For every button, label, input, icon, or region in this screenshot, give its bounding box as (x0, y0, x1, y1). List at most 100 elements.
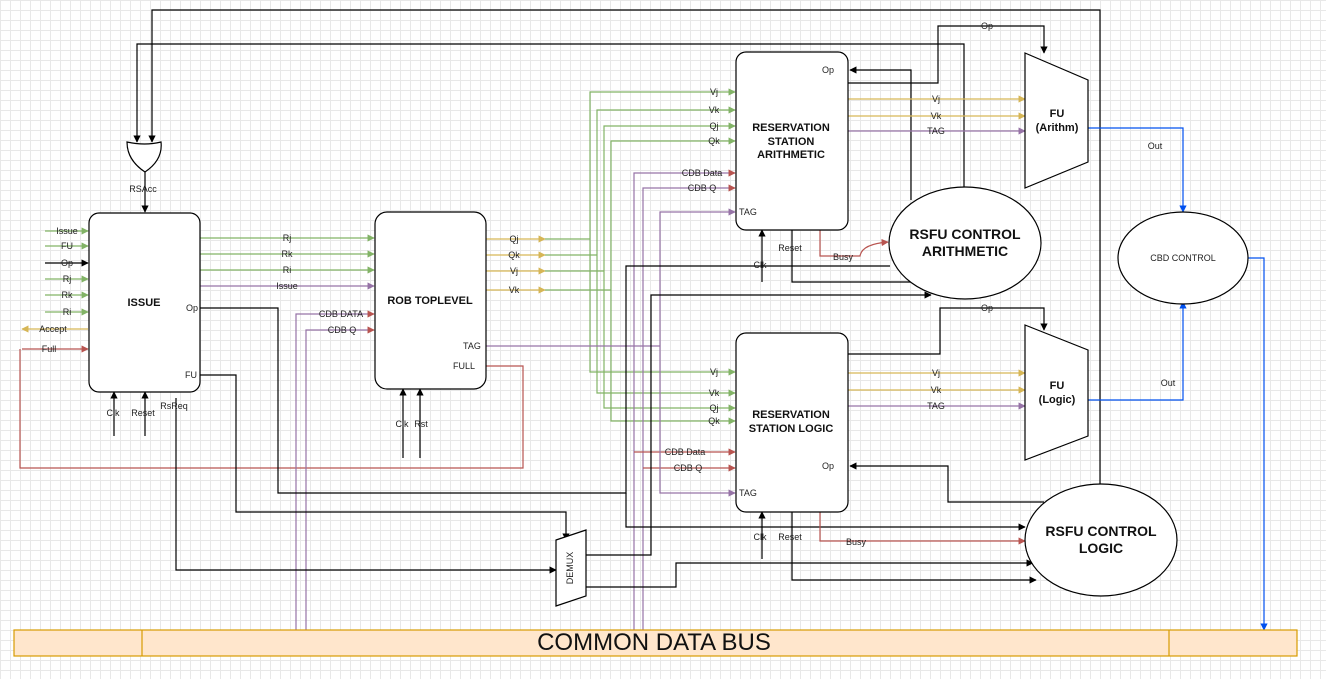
rsfu-logic-title-1: RSFU CONTROL (1045, 523, 1157, 539)
wire-out-fu-logic (1088, 301, 1187, 401)
cbd-control-title: CBD CONTROL (1150, 253, 1216, 263)
rs-arith-tag-port: TAG (739, 207, 757, 217)
rs-arith-title-2: STATION (768, 136, 815, 148)
fu-arith-in-vj: Vj (932, 94, 940, 104)
rob-title: ROB TOPLEVEL (387, 295, 473, 307)
rs-logic-reset: Reset (778, 532, 802, 542)
wire-cdb-data-rob (295, 310, 375, 632)
issue-op-port: Op (186, 303, 198, 313)
rob-in-rk: Rk (282, 249, 293, 259)
rs-arith-reset: Reset (778, 243, 802, 253)
rs-arith-op-port: Op (822, 65, 834, 75)
wire-rs-logic-op (849, 462, 1044, 503)
bus-rob-to-rs (545, 238, 611, 291)
wire-vk-rs-logic (596, 255, 736, 397)
fu-arith-out: Out (1148, 141, 1163, 151)
rob-full-port: FULL (453, 361, 475, 371)
rs-logic-tag-port: TAG (739, 488, 757, 498)
issue-fu-port: FU (185, 370, 197, 380)
rob-block[interactable] (374, 211, 487, 390)
rsfu-logic-control[interactable] (1024, 483, 1178, 597)
rs-logic-in-qk: Qk (708, 416, 720, 426)
cbd-control[interactable] (1117, 211, 1249, 305)
wire-vj-rs-logic (589, 239, 736, 376)
wire-qj-rs-arith (603, 122, 736, 271)
wire-vk-rs-arith (596, 106, 736, 255)
fu-arith-op: Op (981, 21, 993, 31)
wire-tag-rs-logic (659, 346, 736, 497)
rob-out-qj: Qj (510, 234, 519, 244)
wire-qk-rs-logic (610, 290, 736, 425)
rob-out-qk: Qk (508, 250, 520, 260)
rsfu-arith-title-2: ARITHMETIC (922, 243, 1008, 259)
rs-arith-block[interactable] (735, 51, 849, 231)
fu-logic-title-2: (Logic) (1039, 394, 1076, 406)
wire-demux-to-rsfu-arith (586, 291, 932, 556)
rsfu-arith-title-1: RSFU CONTROL (909, 226, 1021, 242)
rob-out-vk: Vk (509, 285, 520, 295)
wire-op-issue-to-logic (625, 493, 1026, 531)
wire-cdb-q-rob (305, 326, 375, 632)
wire-cdb-q-rs-arith (642, 184, 736, 632)
issue-in-fu: FU (61, 241, 73, 251)
rs-arith-in-qj: Qj (710, 121, 719, 131)
fu-logic-out: Out (1161, 378, 1176, 388)
rs-arith-in-vk: Vk (709, 105, 720, 115)
wire-rs-arith-reset (791, 230, 931, 286)
issue-in-rj: Rj (63, 274, 72, 284)
wire-op-issue (200, 265, 890, 494)
wire-rob-full-to-issue (19, 349, 524, 469)
rsacc-label: RSAcc (129, 184, 157, 194)
rsfu-logic-title-2: LOGIC (1079, 540, 1123, 556)
issue-block[interactable] (88, 212, 201, 393)
rs-logic-in-vk: Vk (709, 388, 720, 398)
wire-qj-rs-logic (603, 271, 736, 412)
wire-rs-logic-busy (819, 512, 1026, 545)
rob-in-rj: Rj (283, 233, 292, 243)
demux-block[interactable] (555, 529, 587, 607)
rob-in-ri: Ri (283, 265, 292, 275)
issue-in-rk: Rk (62, 290, 73, 300)
rs-logic-op-port: Op (822, 461, 834, 471)
rs-logic-block[interactable] (735, 332, 849, 513)
issue-title: ISSUE (127, 297, 160, 309)
wire-op-fu-logic (848, 307, 1048, 355)
rs-arith-busy: Busy (833, 252, 854, 262)
rs-logic-busy: Busy (846, 537, 867, 547)
rsfu-arith-control[interactable] (888, 186, 1042, 300)
wire-vj-rs-arith (589, 88, 736, 239)
rob-in-issue: Issue (276, 281, 298, 291)
issue-in-op: Op (61, 258, 73, 268)
issue-full-label: Full (42, 344, 57, 354)
fu-logic-in-vj: Vj (932, 368, 940, 378)
issue-in-ri: Ri (63, 307, 72, 317)
issue-accept-label: Accept (39, 324, 67, 334)
wire-rs-arith-op (849, 66, 912, 200)
wire-rs-arith-busy (819, 230, 889, 257)
rs-arith-cdb-q: CDB Q (688, 183, 717, 193)
rob-clk-label: Clk (396, 419, 409, 429)
issue-in-issue: Issue (56, 226, 78, 236)
rs-arith-cdb-data: CDB Data (682, 168, 723, 178)
fu-logic-block[interactable] (1024, 324, 1089, 461)
wire-cbd-to-bus (1247, 257, 1268, 631)
fu-arith-in-vk: Vk (931, 111, 942, 121)
wire-demux-to-rsfu-logic (586, 559, 1034, 588)
rs-arith-in-qk: Qk (708, 136, 720, 146)
rs-arith-title-1: RESERVATION (752, 122, 830, 134)
or-gate (126, 141, 162, 173)
wire-qk-rs-arith (610, 137, 736, 290)
fu-logic-op: Op (981, 303, 993, 313)
issue-clk-label: Clk (107, 408, 120, 418)
issue-rsreq-label: RsReq (160, 401, 188, 411)
fu-arith-block[interactable] (1024, 52, 1089, 189)
feedback-rsfu-logic-to-or (148, 9, 1101, 485)
fu-arith-title-2: (Arithm) (1036, 122, 1079, 134)
wire-fu-issue-to-demux (200, 374, 570, 541)
rs-logic-title-2: STATION LOGIC (749, 423, 834, 435)
rs-arith-in-vj: Vj (710, 87, 718, 97)
demux-title: DEMUX (565, 552, 575, 585)
fu-logic-title-1: FU (1050, 380, 1065, 392)
rs-logic-cdb-data: CDB Data (665, 447, 706, 457)
bus-title: COMMON DATA BUS (537, 629, 771, 656)
